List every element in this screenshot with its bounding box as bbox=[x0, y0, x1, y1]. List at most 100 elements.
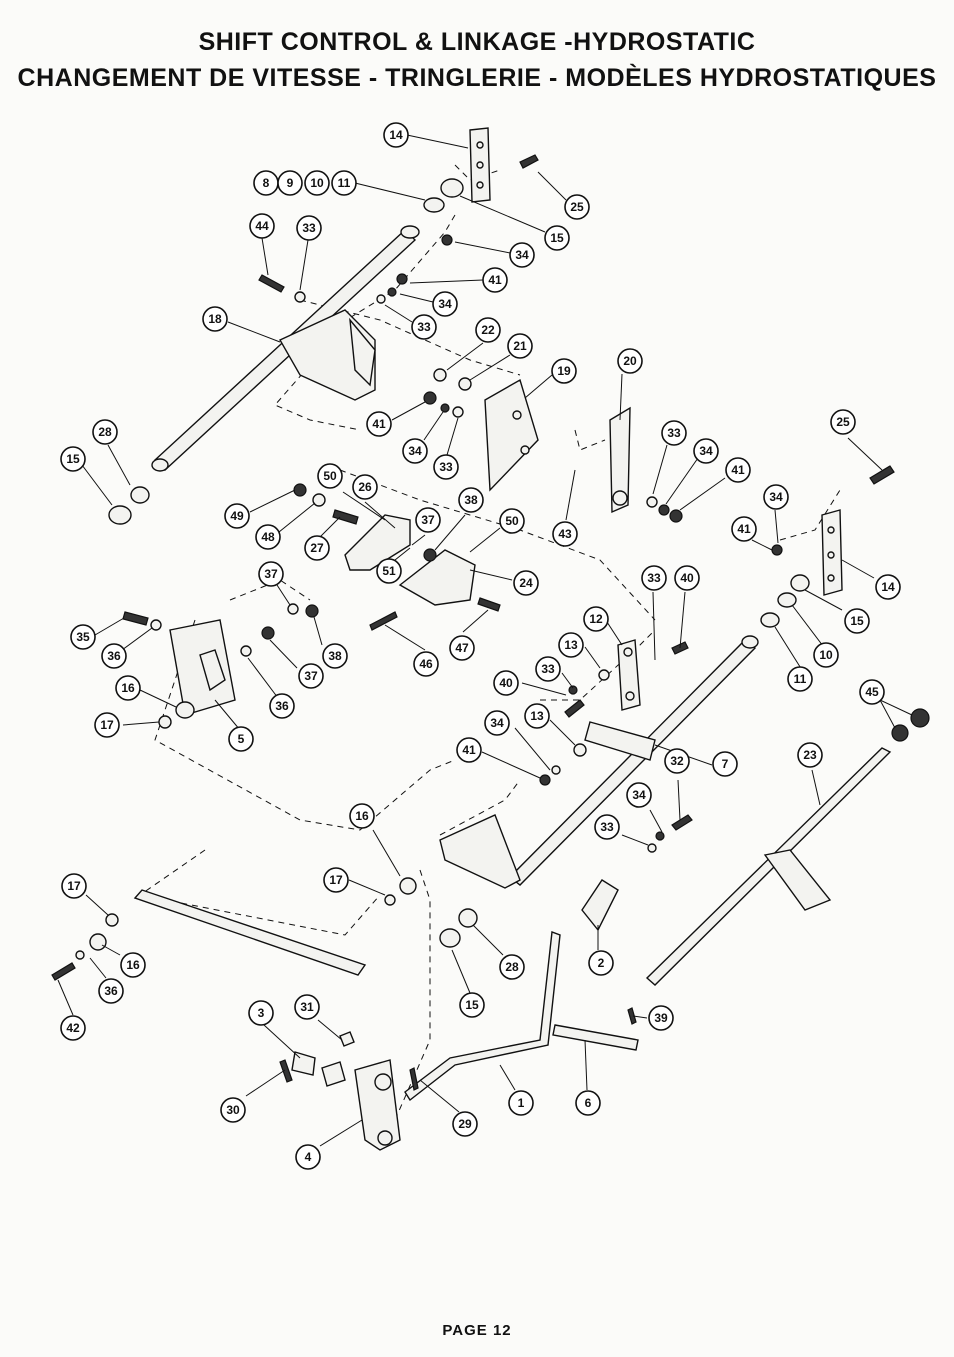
callout-36: 36 bbox=[98, 978, 124, 1004]
callout-35: 35 bbox=[70, 624, 96, 650]
callout-33: 33 bbox=[641, 565, 667, 591]
callout-4: 4 bbox=[295, 1144, 321, 1170]
callout-23: 23 bbox=[797, 742, 823, 768]
callout-number: 6 bbox=[585, 1096, 592, 1110]
callout-7: 7 bbox=[712, 751, 738, 777]
callout-number: 41 bbox=[462, 743, 476, 757]
callout-number: 15 bbox=[850, 614, 864, 628]
callout-10: 10 bbox=[813, 642, 839, 668]
knob-part bbox=[581, 879, 619, 932]
callout-number: 30 bbox=[226, 1103, 240, 1117]
callout-number: 33 bbox=[541, 662, 555, 676]
callout-number: 21 bbox=[513, 339, 527, 353]
callout-15: 15 bbox=[60, 446, 86, 472]
callout-number: 42 bbox=[66, 1021, 80, 1035]
callout-17: 17 bbox=[61, 873, 87, 899]
callout-number: 39 bbox=[654, 1011, 668, 1025]
mount-bracket-part bbox=[344, 514, 411, 571]
callout-11: 11 bbox=[787, 666, 813, 692]
callout-number: 24 bbox=[519, 576, 533, 590]
callout-34: 34 bbox=[693, 438, 719, 464]
callout-34: 34 bbox=[432, 291, 458, 317]
callout-number: 7 bbox=[722, 757, 729, 771]
rod-part bbox=[645, 747, 892, 986]
callout-37: 37 bbox=[298, 663, 324, 689]
callout-2: 2 bbox=[588, 950, 614, 976]
callout-17: 17 bbox=[94, 712, 120, 738]
callout-number: 11 bbox=[338, 176, 351, 190]
lever-part bbox=[609, 406, 631, 514]
callout-number: 16 bbox=[355, 809, 369, 823]
callout-number: 35 bbox=[76, 630, 90, 644]
callout-45: 45 bbox=[859, 679, 885, 705]
callout-5: 5 bbox=[228, 726, 254, 752]
callout-32: 32 bbox=[664, 748, 690, 774]
callout-25: 25 bbox=[564, 194, 590, 220]
callout-41: 41 bbox=[731, 516, 757, 542]
callout-number: 43 bbox=[558, 527, 572, 541]
shift-handle-part bbox=[404, 931, 561, 1102]
callout-number: 40 bbox=[680, 571, 694, 585]
callout-16: 16 bbox=[115, 675, 141, 701]
callout-27: 27 bbox=[304, 535, 330, 561]
callout-41: 41 bbox=[725, 457, 751, 483]
callout-number: 17 bbox=[329, 873, 343, 887]
callout-15: 15 bbox=[459, 992, 485, 1018]
callout-number: 23 bbox=[803, 748, 817, 762]
callout-26: 26 bbox=[352, 474, 378, 500]
callout-number: 37 bbox=[264, 567, 278, 581]
callout-number: 40 bbox=[499, 676, 513, 690]
callout-33: 33 bbox=[661, 420, 687, 446]
callout-number: 34 bbox=[699, 444, 713, 458]
callout-number: 48 bbox=[261, 530, 275, 544]
callout-34: 34 bbox=[763, 484, 789, 510]
callout-47: 47 bbox=[449, 635, 475, 661]
callout-12: 12 bbox=[583, 606, 609, 632]
callout-number: 17 bbox=[100, 718, 114, 732]
callout-number: 36 bbox=[107, 649, 121, 663]
callout-number: 34 bbox=[515, 248, 529, 262]
callout-number: 50 bbox=[505, 514, 519, 528]
callout-43: 43 bbox=[552, 521, 578, 547]
callout-14: 14 bbox=[875, 574, 901, 600]
callout-34: 34 bbox=[509, 242, 535, 268]
callout-number: 14 bbox=[881, 580, 895, 594]
callout-number: 25 bbox=[570, 200, 584, 214]
callout-14: 14 bbox=[383, 122, 409, 148]
callout-8: 8 bbox=[253, 170, 279, 196]
callout-number: 33 bbox=[417, 320, 431, 334]
callout-number: 36 bbox=[275, 699, 289, 713]
callout-40: 40 bbox=[674, 565, 700, 591]
callout-number: 1 bbox=[518, 1096, 525, 1110]
callout-number: 9 bbox=[287, 176, 294, 190]
callout-number: 34 bbox=[490, 716, 504, 730]
callout-number: 44 bbox=[255, 219, 269, 233]
callout-number: 13 bbox=[530, 709, 544, 723]
callout-number: 41 bbox=[731, 463, 745, 477]
callout-number: 33 bbox=[600, 820, 614, 834]
callout-17: 17 bbox=[323, 867, 349, 893]
callout-33: 33 bbox=[594, 814, 620, 840]
callout-number: 14 bbox=[389, 128, 403, 142]
callout-48: 48 bbox=[255, 524, 281, 550]
callout-16: 16 bbox=[120, 952, 146, 978]
callout-number: 31 bbox=[300, 1000, 314, 1014]
callout-36: 36 bbox=[269, 693, 295, 719]
callout-number: 5 bbox=[238, 732, 245, 746]
callout-number: 28 bbox=[505, 960, 519, 974]
callout-9: 9 bbox=[277, 170, 303, 196]
callout-number: 4 bbox=[305, 1150, 312, 1164]
callout-number: 25 bbox=[836, 415, 850, 429]
callout-number: 36 bbox=[104, 984, 118, 998]
callout-41: 41 bbox=[366, 411, 392, 437]
callout-37: 37 bbox=[415, 507, 441, 533]
callout-number: 3 bbox=[258, 1006, 265, 1020]
callout-36: 36 bbox=[101, 643, 127, 669]
callout-40: 40 bbox=[493, 670, 519, 696]
callout-number: 33 bbox=[647, 571, 661, 585]
callout-28: 28 bbox=[92, 419, 118, 445]
bushing-part bbox=[440, 178, 464, 198]
page-number: PAGE 12 bbox=[442, 1322, 512, 1339]
callout-number: 32 bbox=[670, 754, 684, 768]
